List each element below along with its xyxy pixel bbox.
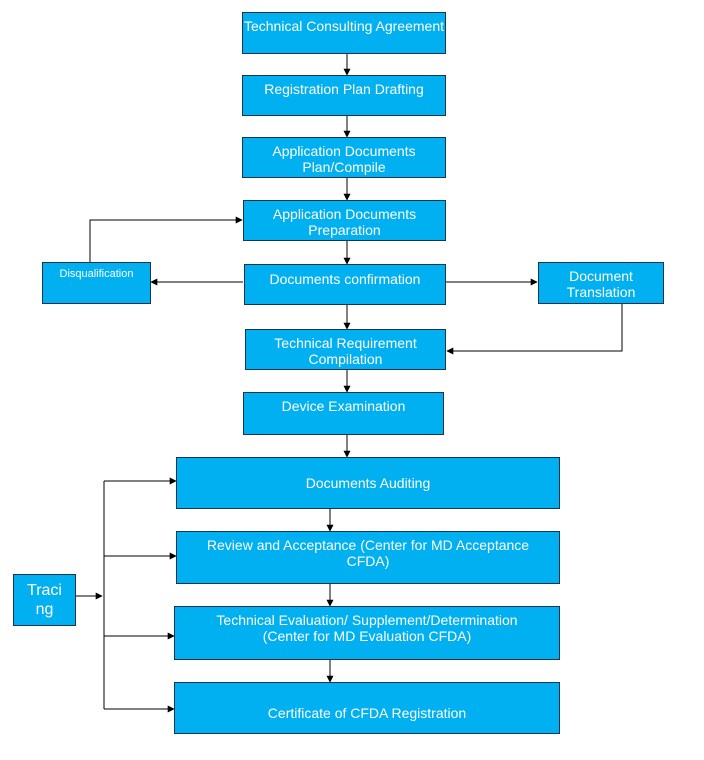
box-label: Tracing xyxy=(27,582,62,618)
box-device-examination: Device Examination xyxy=(243,392,444,435)
box-label: Technical Requirement Compilation xyxy=(274,335,417,367)
box-label: Document Translation xyxy=(566,268,636,300)
arrow-disqualification-to-preparation xyxy=(89,216,243,262)
box-label: Review and Acceptance (Center for MD Acc… xyxy=(206,537,530,569)
box-technical-evaluation: Technical Evaluation/ Supplement/Determi… xyxy=(174,606,560,660)
box-label: Certificate of CFDA Registration xyxy=(267,705,467,721)
box-tracing: Tracing xyxy=(13,574,76,626)
box-documents-confirmation: Documents confirmation xyxy=(244,264,446,305)
box-label: Application Documents Preparation xyxy=(272,206,417,238)
box-documents-auditing: Documents Auditing xyxy=(176,457,560,509)
box-label: Device Examination xyxy=(281,398,406,414)
box-label: Technical Consulting Agreement xyxy=(243,18,444,34)
box-label: Application Documents Plan/Compile xyxy=(272,143,416,175)
box-disqualification: Disqualification xyxy=(42,262,151,304)
box-label: Documents confirmation xyxy=(269,271,421,287)
arrow-translation-to-techreq xyxy=(446,304,623,355)
box-label: Registration Plan Drafting xyxy=(264,81,424,97)
box-technical-requirement-compilation: Technical Requirement Compilation xyxy=(245,329,446,370)
box-review-and-acceptance: Review and Acceptance (Center for MD Acc… xyxy=(176,531,560,584)
box-label: Disqualification xyxy=(59,268,134,280)
box-application-documents-preparation: Application Documents Preparation xyxy=(243,200,446,241)
box-label: Technical Evaluation/ Supplement/Determi… xyxy=(216,612,518,644)
box-registration-plan-drafting: Registration Plan Drafting xyxy=(242,75,446,116)
box-label: Documents Auditing xyxy=(305,475,431,491)
box-certificate-of-cfda-registration: Certificate of CFDA Registration xyxy=(174,682,560,734)
box-technical-consulting-agreement: Technical Consulting Agreement xyxy=(242,12,446,54)
box-application-documents-plan-compile: Application Documents Plan/Compile xyxy=(242,137,446,178)
box-document-translation: Document Translation xyxy=(538,262,664,304)
